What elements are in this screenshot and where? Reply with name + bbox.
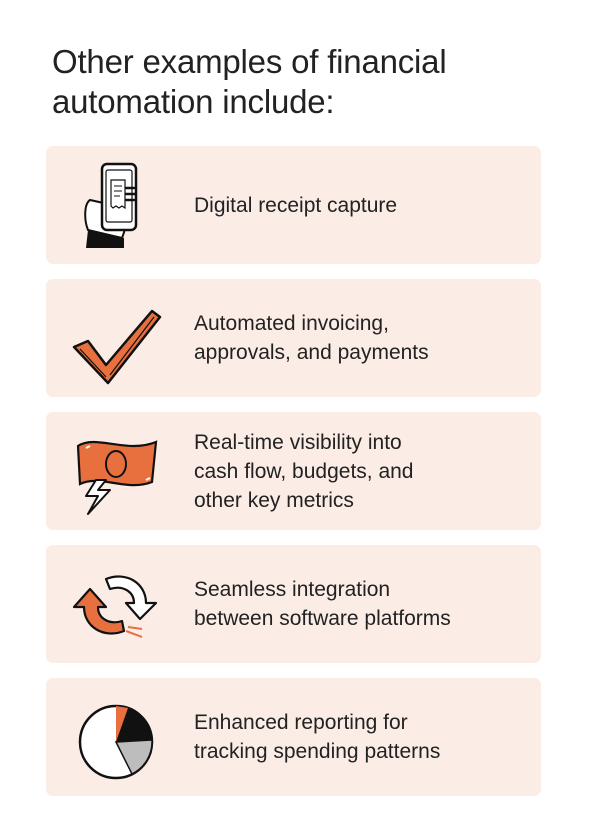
feature-label: Digital receipt capture [194,193,398,217]
feature-label: Real-time visibility into cash flow, bud… [194,430,414,512]
feature-card-receipt: Digital receipt capture [46,146,541,264]
feature-card-invoicing: Automated invoicing, approvals, and paym… [46,279,541,397]
checkmark-icon [66,291,166,385]
feature-card-reporting: Enhanced reporting for tracking spending… [46,678,541,796]
pie-chart-icon [66,690,166,784]
feature-label: Enhanced reporting for tracking spending… [194,711,441,763]
feature-card-integration: Seamless integration between software pl… [46,545,541,663]
page-title: Other examples of financial automation i… [52,43,447,120]
feature-card-visibility: Real-time visibility into cash flow, bud… [46,412,541,530]
money-lightning-icon [66,424,166,518]
sync-arrows-icon [66,557,166,651]
feature-label: Automated invoicing, approvals, and paym… [194,312,429,364]
feature-label: Seamless integration between software pl… [194,578,451,630]
phone-receipt-icon [66,158,166,252]
